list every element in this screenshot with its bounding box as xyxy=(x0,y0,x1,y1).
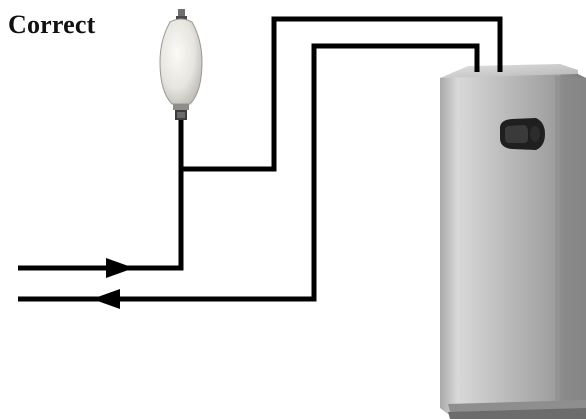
expansion-vessel-icon xyxy=(159,9,203,120)
flow-in-arrow xyxy=(106,258,134,278)
return-pipe xyxy=(18,43,480,302)
flow-out-arrow xyxy=(92,289,120,309)
display-panel xyxy=(500,118,545,150)
heat-pump-unit-icon xyxy=(440,64,586,419)
supply-pipe xyxy=(18,16,503,271)
pipes xyxy=(18,16,503,302)
page-title: Correct xyxy=(8,10,96,39)
